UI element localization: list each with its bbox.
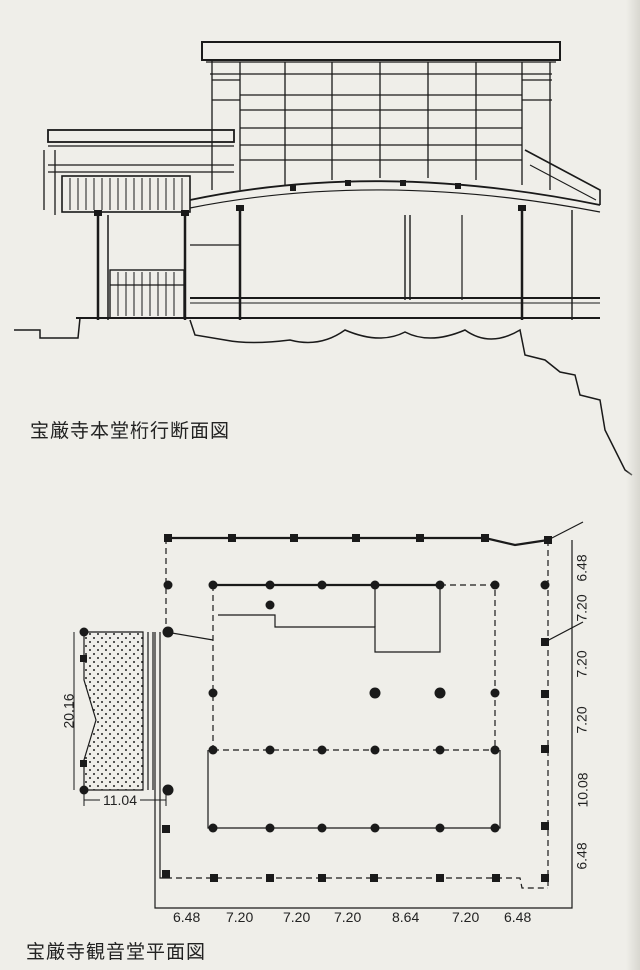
dim-bottom-7: 6.48: [504, 909, 532, 925]
dim-left-horizontal: 11.04: [100, 792, 140, 808]
dim-right-5: 10.08: [574, 772, 591, 808]
dim-right-3: 7.20: [573, 650, 590, 678]
plan-caption: 宝厳寺観音堂平面図: [26, 941, 207, 963]
section-caption: 宝厳寺本堂桁行断面図: [30, 420, 231, 442]
dim-right-2: 7.20: [573, 594, 590, 622]
dim-bottom-6: 7.20: [452, 909, 480, 925]
dim-bottom-3: 7.20: [283, 909, 311, 925]
dim-bottom-1: 6.48: [173, 909, 201, 925]
dim-bottom-5: 8.64: [392, 909, 420, 925]
dim-left-vertical: 20.16: [60, 693, 77, 729]
dim-bottom-4: 7.20: [334, 909, 362, 925]
dim-right-4: 7.20: [573, 706, 590, 734]
plan-drawing: [73, 521, 584, 909]
dim-right-1: 6.48: [573, 554, 590, 582]
section-drawing: [14, 41, 633, 476]
dim-right-6: 6.48: [573, 842, 590, 870]
dim-bottom-2: 7.20: [226, 909, 254, 925]
page-edge-shadow: [626, 0, 640, 970]
